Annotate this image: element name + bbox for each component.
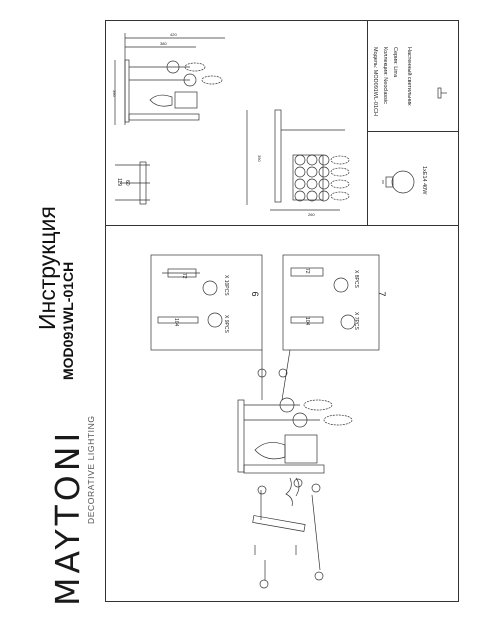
- dim-label-b: 104: [173, 318, 179, 327]
- callout-7-qty-2: X 7PCS: [353, 312, 359, 330]
- dim-top-width-outer: 420: [170, 32, 177, 37]
- drawing-frame: [105, 20, 459, 602]
- info-collection: Коллекция: Neoclassic: [382, 47, 388, 104]
- info-model: Модель: MOD091WL-01CH: [372, 47, 378, 116]
- dim-label-a: 72: [181, 273, 187, 279]
- bracket-drawing: [115, 161, 150, 205]
- callout-number-6: 6: [250, 291, 260, 296]
- front-view-drawing: [246, 109, 350, 211]
- callout-box-7-contents: [290, 267, 356, 330]
- leader-line-7: [281, 349, 291, 401]
- info-panel-subdivider: [367, 131, 459, 132]
- dim-bracket-b: 60: [124, 180, 130, 186]
- callout-7-qty-1: X 8PCS: [353, 270, 359, 288]
- part-marker-6: [257, 368, 267, 378]
- part-marker-5: [257, 485, 267, 495]
- callout-box-7: [282, 254, 380, 351]
- dim-top-height: 390: [112, 90, 117, 97]
- part-marker-7: [278, 368, 288, 378]
- info-type: Настенный светильник: [406, 47, 413, 106]
- part-marker-3: [311, 483, 321, 493]
- wall-light-icon: [437, 87, 447, 99]
- part-marker-4: [293, 478, 303, 488]
- dim-front-height: 390: [257, 155, 262, 162]
- callout-number-7: 7: [377, 291, 387, 296]
- side-view-drawing: [114, 33, 225, 125]
- info-series: Серия: Lirra: [392, 47, 398, 78]
- dim-top-width-inner: 380: [160, 41, 167, 46]
- dim-bracket-a: 119: [116, 178, 122, 186]
- part-marker-2: [314, 571, 324, 581]
- frame-divider: [105, 225, 459, 226]
- callout-box-6: [150, 254, 263, 351]
- dim-label-d: 104: [304, 317, 310, 326]
- callout-box-6-contents: [157, 268, 223, 328]
- dim-front-width: 260: [308, 212, 315, 217]
- bulb-icon: [382, 170, 415, 194]
- info-bulb-spec: 1xE14 40W: [421, 166, 427, 195]
- assembly-drawing: [237, 397, 353, 580]
- callout-6-qty-1: X 10PCS: [223, 275, 229, 296]
- info-panel-divider: [367, 20, 368, 226]
- dim-label-c: 72: [304, 268, 310, 274]
- callout-6-qty-2: X 9PCS: [223, 315, 229, 333]
- part-marker-1: [259, 579, 269, 589]
